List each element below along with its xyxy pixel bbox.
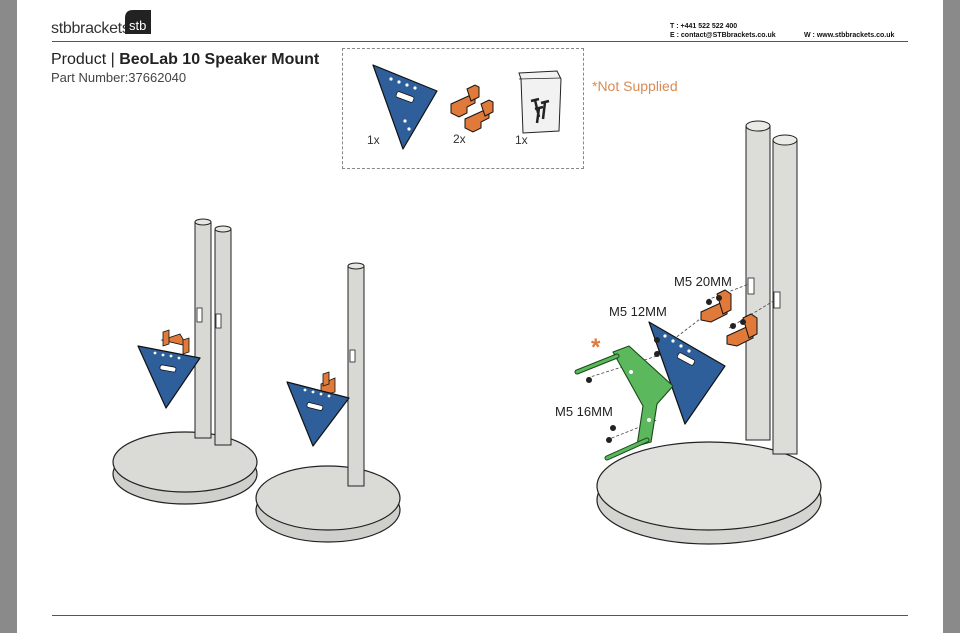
screw-bag-icon: [518, 70, 562, 134]
part-number: Part Number:37662040: [51, 70, 187, 85]
qty-screws: 1x: [515, 133, 528, 147]
logo-mark-icon: stb: [125, 10, 151, 34]
stand-twin-pole-assembled: [112, 218, 258, 505]
screws-exploded: [586, 295, 746, 443]
callout-m5-12: M5 12MM: [609, 304, 667, 319]
product-name: BeoLab 10 Speaker Mount: [119, 51, 320, 68]
contact-phone-email: T : +441 522 522 400 E : contact@STBbrac…: [670, 23, 776, 39]
instruction-sheet: stbbrackets stb T : +441 522 522 400 E :…: [17, 0, 943, 633]
stand-exploded-view: [574, 120, 822, 545]
qty-bracket: 2x: [453, 132, 466, 146]
footer-rule: [52, 615, 908, 616]
callout-m5-20: M5 20MM: [674, 274, 732, 289]
triangle-plate-exploded: [648, 321, 726, 425]
callout-m5-16: M5 16MM: [555, 404, 613, 419]
qty-plate: 1x: [367, 133, 380, 147]
not-supplied-asterisk: *: [591, 334, 601, 361]
stand-single-pole-assembled: [255, 262, 401, 543]
not-supplied-note: *Not Supplied: [592, 78, 678, 94]
header-rule: [52, 41, 908, 42]
green-adapter-not-supplied: [574, 345, 674, 461]
email-address: contact@STBbrackets.co.uk: [680, 32, 776, 39]
triangle-plate-icon: [372, 64, 438, 150]
logo-text: stbbrackets: [51, 20, 130, 37]
page-title: Product | BeoLab 10 Speaker Mount: [51, 51, 320, 68]
contact-web: W : www.stbbrackets.co.uk: [804, 32, 895, 39]
svg-text:stb: stb: [129, 18, 146, 33]
kit-contents-box: 1x 2x 1x: [342, 48, 584, 169]
orange-bracket-icon: [450, 84, 494, 133]
web-address: www.stbbrackets.co.uk: [816, 32, 895, 39]
phone-number: +441 522 522 400: [680, 23, 738, 30]
